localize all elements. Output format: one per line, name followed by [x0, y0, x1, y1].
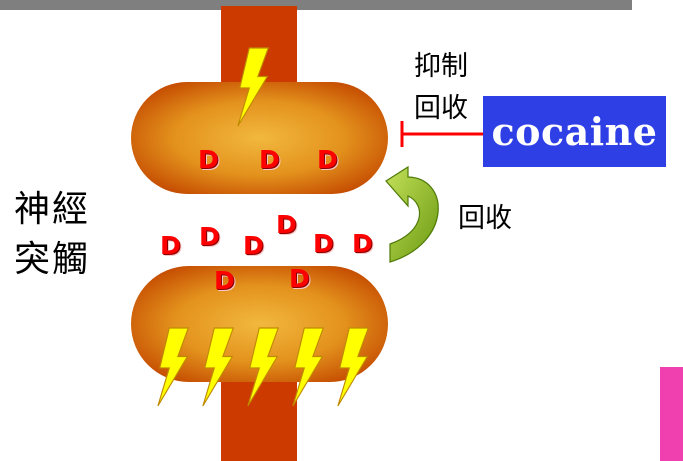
- dopamine-molecule: D: [243, 231, 264, 260]
- dopamine-molecule: D: [199, 222, 220, 251]
- dopamine-molecule: D: [214, 266, 235, 295]
- dopamine-molecule: D: [289, 264, 310, 293]
- synapse-label-line2: 突觸: [14, 239, 91, 280]
- dopamine-molecule: D: [352, 229, 373, 258]
- corner-accent-bar: [660, 367, 683, 461]
- inhibit-label-line2: 回收: [414, 93, 468, 124]
- dopamine-molecule: D: [198, 145, 219, 174]
- dopamine-molecule: D: [160, 231, 181, 260]
- dopamine-molecule: D: [317, 145, 338, 174]
- reuptake-label: 回收: [458, 203, 512, 234]
- postsynaptic-terminal: [131, 266, 388, 382]
- dopamine-molecule: D: [276, 210, 297, 239]
- synapse-label-line1: 神經: [14, 189, 91, 230]
- dopamine-molecule: D: [313, 229, 334, 258]
- dopamine-molecule: D: [259, 145, 280, 174]
- inhibit-label-line1: 抑制: [414, 51, 468, 82]
- presynaptic-terminal: [131, 82, 388, 194]
- cocaine-label: cocaine: [491, 109, 658, 154]
- reuptake-arrow-icon: [385, 165, 439, 263]
- cocaine-label-box: cocaine: [483, 96, 666, 167]
- top-border-bar: [0, 0, 632, 10]
